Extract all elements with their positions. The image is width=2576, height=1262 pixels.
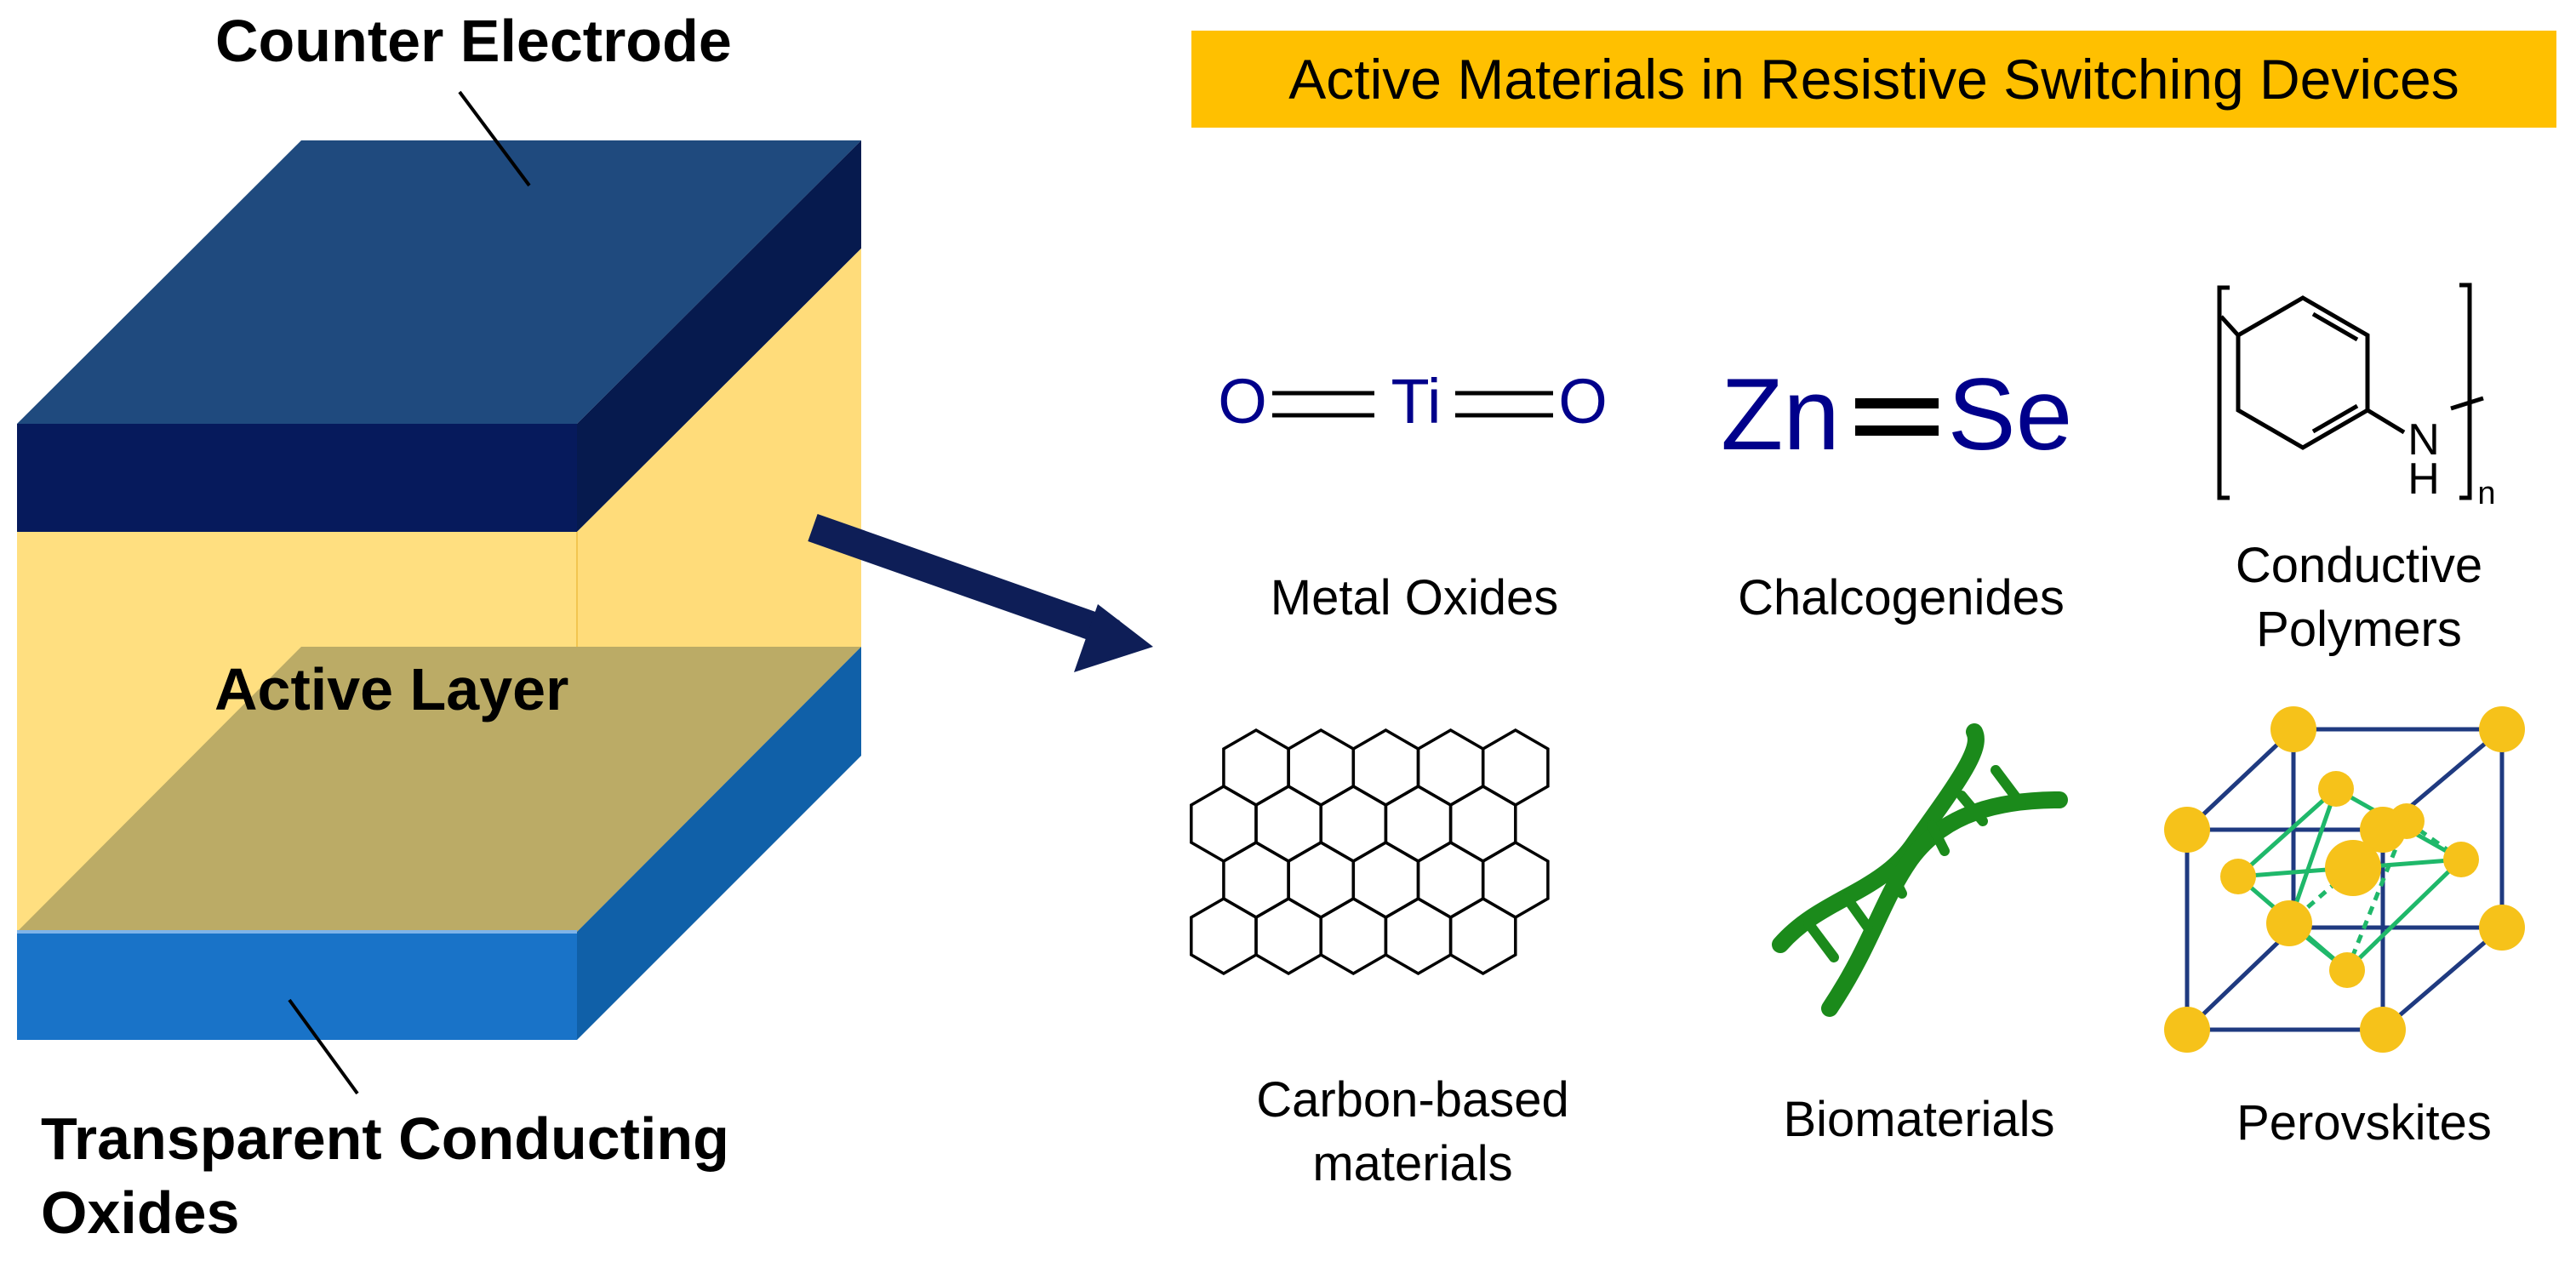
biomaterials-label: Biomaterials (1783, 1092, 2055, 1147)
tio2-oxygen-right: O (1558, 366, 1608, 437)
graphene-ring (1190, 784, 1258, 864)
zinc-selenide-structure-icon: Zn Se (1721, 357, 2072, 471)
tco-label-line2: Oxides (41, 1179, 240, 1246)
carbon-based-materials-label: Carbon-based materials (1256, 1072, 1569, 1192)
perovskite-crystal-icon (2164, 706, 2525, 1053)
tco-front-face (17, 932, 577, 1040)
graphene-ring (1254, 784, 1322, 864)
titanium-dioxide-structure-icon: O Ti O (1218, 366, 1608, 437)
conductive-polymers-label: Conductive Polymers (2235, 538, 2483, 658)
perovskites-label: Perovskites (2236, 1095, 2492, 1151)
tco-side-face (577, 647, 861, 1040)
dna-double-helix-icon (1772, 723, 2068, 1017)
graphene-ring (1481, 728, 1550, 808)
counter-electrode-front-face (17, 424, 577, 532)
graphene-ring (1416, 728, 1485, 808)
polyaniline-structure-icon: N H n (2217, 283, 2496, 511)
graphene-ring (1384, 784, 1453, 864)
active-layer-label: Active Layer (214, 656, 569, 722)
graphene-ring (1254, 896, 1322, 976)
graphene-ring (1222, 728, 1290, 808)
tco-label-line1: Transparent Conducting (41, 1105, 729, 1172)
graphene-ring (1319, 896, 1388, 976)
counter-electrode-leader-line (458, 90, 531, 187)
graphene-ring (1448, 784, 1517, 864)
counter-electrode-side-face (577, 140, 861, 532)
tio2-oxygen-left: O (1218, 366, 1267, 437)
polymer-nitrogen: N (2408, 415, 2440, 465)
graphene-ring (1190, 896, 1258, 976)
device-stack (17, 90, 861, 1095)
graphene-ring (1287, 728, 1356, 808)
active-layer-shaded-plane (17, 647, 861, 932)
graphene-ring (1448, 896, 1517, 976)
graphene-ring (1384, 896, 1453, 976)
chalcogenides-label: Chalcogenides (1738, 570, 2065, 625)
banner-title: Active Materials in Resistive Switching … (1288, 48, 2459, 111)
polymer-repeat-subscript: n (2477, 476, 2495, 511)
polymer-hydrogen: H (2408, 454, 2440, 504)
counter-electrode-top-face (17, 140, 861, 424)
graphene-ring (1222, 840, 1290, 920)
tio2-titanium: Ti (1391, 366, 1442, 437)
graphene-ring (1351, 840, 1420, 920)
counter-electrode-label: Counter Electrode (215, 8, 732, 74)
tco-leader-line (288, 998, 359, 1095)
graphene-ring (1416, 840, 1485, 920)
active-materials-banner: Active Materials in Resistive Switching … (1191, 31, 2556, 128)
graphene-lattice-icon (1190, 728, 1550, 976)
graphene-ring (1351, 728, 1420, 808)
graphene-ring (1319, 784, 1388, 864)
graphene-ring (1287, 840, 1356, 920)
graphene-ring (1481, 840, 1550, 920)
metal-oxides-label: Metal Oxides (1270, 570, 1559, 625)
pointer-arrow (808, 513, 1153, 672)
znse-zinc: Zn (1721, 357, 1840, 471)
znse-selenium: Se (1948, 357, 2073, 471)
